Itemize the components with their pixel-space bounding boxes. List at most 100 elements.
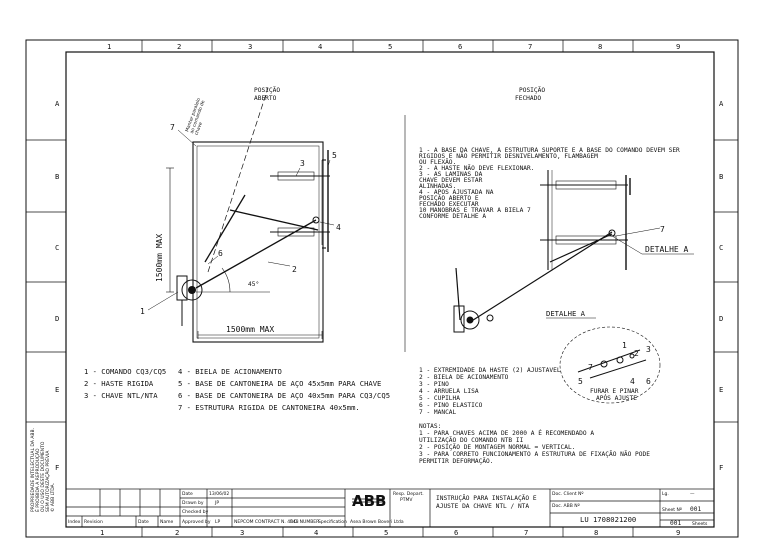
tb-footer-line: Asea Brown Boveri Ltda — [350, 519, 404, 525]
detail-callout-6: 6 — [646, 377, 651, 386]
detail-callout-5: 5 — [578, 377, 583, 386]
row-markers-left: A B C D E F — [55, 99, 60, 472]
side-note-line: © ABB LTDA. — [49, 483, 56, 512]
col-label: 6 — [458, 42, 462, 51]
closed-title-line1: POSIÇÃO — [519, 85, 545, 94]
tb-revdate-label: Date — [138, 519, 149, 525]
detail-caption-1: FURAR E PINAR — [590, 388, 639, 395]
instruction-line: 4 - APOS AJUSTADA NA — [419, 189, 494, 196]
tb-name-label: Name — [160, 519, 174, 525]
tb-po-label: P.O. NUMBER — [290, 519, 319, 525]
tb-client-label: Doc. Client Nº — [552, 491, 584, 497]
legend-item: 5 - BASE DE CANTONEIRA DE AÇO 45x5mm PAR… — [178, 379, 381, 388]
detail-label: DETALHE A — [645, 245, 689, 254]
row-label: C — [719, 243, 723, 252]
tb-date-value: 13/06/02 — [209, 491, 229, 497]
dim-vertical: 1500mm MAX — [155, 234, 164, 282]
col-label: 8 — [594, 528, 598, 537]
notes-line: NOTAS: — [419, 423, 441, 430]
row-label: A — [55, 99, 60, 108]
row-label: D — [719, 314, 723, 323]
title-block: Index Revision Date Name Date 13/06/02 D… — [65, 488, 715, 528]
tb-index-label: Index — [68, 519, 81, 525]
tb-sheets-value: 001 — [670, 520, 681, 527]
outer-frame — [25, 39, 739, 538]
legend-item: 6 - BASE DE CANTONEIRA DE AÇO 40x5mm PAR… — [178, 391, 390, 400]
side-note-line: PROPRIEDADE INTELECTUAL DA ABB. — [30, 428, 36, 512]
row-label: E — [55, 385, 59, 394]
open-title-line2: ABERTO — [254, 95, 277, 102]
col-label: 3 — [248, 42, 252, 51]
tb-revision-label: Revision — [84, 519, 103, 525]
abb-logo: ABB — [352, 492, 386, 510]
instruction-line: 2 - A HASTE NÃO DEVE FLEXIONAR. — [419, 163, 534, 172]
col-label: 1 — [107, 42, 111, 51]
tb-lang-value: — — [690, 492, 695, 497]
callout-4: 4 — [336, 223, 341, 232]
detail-callout-7: 7 — [588, 363, 593, 372]
operator-mechanism-closed — [453, 229, 616, 333]
row-label: F — [719, 463, 723, 472]
callout-2: 2 — [292, 265, 297, 274]
legend-item: 4 - BIELA DE ACIONAMENTO — [178, 367, 282, 376]
instructions: 1 - A BASE DA CHAVE, A ESTRUTURA SUPORTE… — [419, 147, 680, 220]
notes-line: 2 - POSIÇÃO DE MONTAGEM NORMAL = VERTICA… — [419, 442, 575, 451]
detail-legend-item: 7 - MANCAL — [419, 409, 457, 416]
col-label: 7 — [528, 42, 532, 51]
tb-company-line: NEPCOM CONTRACT N. 4543 — [234, 519, 299, 525]
instruction-line: CONFORME DETALHE A — [419, 213, 486, 220]
column-ticks — [26, 40, 738, 537]
tb-sheets-label: Sheets — [692, 521, 708, 527]
legend-left: 1 - COMANDO CQ3/CQ5 2 - HASTE RIGIDA 3 -… — [84, 367, 166, 400]
legend-item: 7 - ESTRUTURA RIGIDA DE CANTONEIRA 40x5m… — [178, 403, 360, 412]
tb-checked-label: Checked by — [182, 509, 209, 515]
legend-item: 2 - HASTE RIGIDA — [84, 379, 154, 388]
instruction-line: 10 MANOBRAS E TRAVAR A BIELA 7 — [419, 207, 531, 214]
detail-circle — [559, 326, 661, 404]
detail-callout-4: 4 — [630, 377, 635, 386]
side-note-line: SEM AUTORIZAÇÃO PRÉVIA — [43, 450, 51, 512]
detail-legend-item: 1 - EXTREMIDADE DA HASTE (2) AJUSTAVEL — [419, 367, 561, 374]
tb-resp-value: PTMV — [400, 497, 413, 503]
detail-callout-3: 3 — [646, 345, 651, 354]
col-label: 1 — [100, 528, 104, 537]
col-label: 9 — [676, 42, 680, 51]
side-note-line: É PROIBIDA A REPRODUÇÃO — [33, 448, 41, 512]
detail-callout-1: 1 — [622, 341, 627, 350]
notes-line: UTILIZAÇÃO DO COMANDO NTB II — [419, 435, 524, 444]
detail-legend: 1 - EXTREMIDADE DA HASTE (2) AJUSTAVEL 2… — [419, 367, 561, 416]
row-label: A — [719, 99, 724, 108]
col-label: 6 — [454, 528, 458, 537]
col-label: 8 — [598, 42, 602, 51]
tb-drawn-label: Drawn by — [182, 500, 204, 506]
col-label: 2 — [177, 42, 181, 51]
tb-abb-no-label: Doc. ABB Nº — [552, 503, 580, 509]
instruction-line: OU FLEXÃO. — [419, 157, 456, 166]
col-label: 2 — [175, 528, 179, 537]
tb-date-label: Date — [182, 491, 193, 497]
instruction-line: FECHADO EXECUTAR — [419, 201, 479, 208]
detail-legend-item: 6 - PINO ELASTICO — [419, 402, 483, 409]
col-label: 7 — [524, 528, 528, 537]
detail-legend-item: 5 - CUPILHA — [419, 395, 460, 402]
column-markers-top: 1 2 3 4 5 6 7 8 9 — [107, 42, 680, 51]
row-label: C — [55, 243, 59, 252]
callout-3: 3 — [300, 159, 305, 168]
row-label: B — [719, 172, 723, 181]
row-label: B — [55, 172, 59, 181]
detail-caption-2: APÓS AJUSTE — [596, 393, 637, 402]
tb-approved-label: Approved by — [182, 519, 211, 525]
callout-6: 6 — [218, 249, 223, 258]
callout-5: 5 — [332, 151, 337, 160]
notes: NOTAS: 1 - PARA CHAVES ACIMA DE 2000 A É… — [419, 423, 650, 465]
closed-callout-7: 7 — [660, 225, 665, 234]
side-note: PROPRIEDADE INTELECTUAL DA ABB. É PROIBI… — [30, 428, 56, 512]
col-label: 3 — [240, 528, 244, 537]
tb-title-line1: INSTRUÇÃO PARA INSTALAÇÃO E — [436, 493, 537, 502]
diagonal-note: Manter paralelo ao comando de chave — [184, 97, 206, 136]
row-markers-right: A B C D E F — [719, 99, 724, 472]
row-label: D — [55, 314, 59, 323]
detail-legend-item: 4 - ARRUELA LISA — [419, 388, 479, 395]
